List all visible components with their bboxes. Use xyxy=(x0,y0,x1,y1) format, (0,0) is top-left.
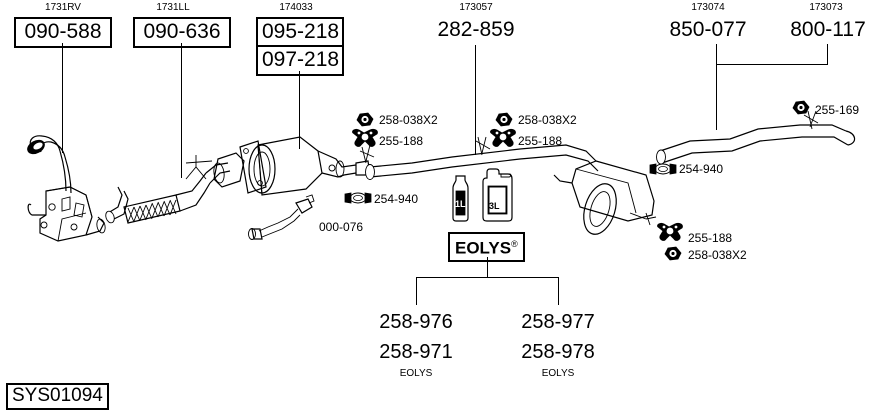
part-label-095-218[interactable]: 095-218 xyxy=(256,17,344,48)
leader-line-eolys-col2 xyxy=(558,277,559,305)
callout-255-169: 255-169 xyxy=(815,103,860,117)
fluid-container-3l-icon xyxy=(482,168,513,222)
flexible-pipe-section xyxy=(105,155,231,224)
callout-255-188-center: 255-188 xyxy=(518,134,563,148)
leader-line-eolys-stem xyxy=(487,257,488,277)
container-size-3l: 3L xyxy=(489,201,500,211)
callout-258-038X2-center: 258-038X2 xyxy=(518,113,577,127)
hex-nut-icon xyxy=(495,112,513,127)
callout-258-038X2-rear: 258-038X2 xyxy=(688,248,747,262)
eolys-caption-col2: EOLYS xyxy=(541,368,575,379)
leader-line-095-218 xyxy=(299,71,300,149)
leader-line-800-117-upper xyxy=(827,44,828,64)
ref-code-173074: 173074 xyxy=(691,2,725,13)
system-code-box[interactable]: SYS01094 xyxy=(6,383,109,410)
rear-tailpipe xyxy=(656,110,856,165)
ref-code-1731LL: 1731LL xyxy=(156,2,190,13)
callout-258-038X2-left: 258-038X2 xyxy=(379,113,438,127)
registered-trademark-icon: ® xyxy=(511,239,518,249)
callout-000-076: 000-076 xyxy=(319,220,364,234)
oxygen-sensor xyxy=(248,194,315,240)
hex-nut-icon xyxy=(356,112,374,127)
rear-silencer xyxy=(553,160,657,235)
center-pipe xyxy=(359,136,599,180)
eolys-part-258-971[interactable]: 258-971 xyxy=(379,341,453,363)
callout-254-940-rear: 254-940 xyxy=(679,162,724,176)
hex-nut-icon xyxy=(792,100,810,115)
leader-line-850-077-upper xyxy=(716,44,717,64)
eolys-caption-col1: EOLYS xyxy=(399,368,433,379)
catalytic-converter xyxy=(213,136,371,196)
part-label-850-077[interactable]: 850-077 xyxy=(669,18,747,41)
ref-code-1731RV: 1731RV xyxy=(45,2,81,13)
eolys-part-258-978[interactable]: 258-978 xyxy=(521,341,595,363)
hex-nut-icon xyxy=(664,246,682,261)
leader-line-rear-tailpipe-drop xyxy=(716,64,717,130)
leader-line-090-636 xyxy=(181,43,182,178)
exhaust-line-art xyxy=(27,110,856,242)
rubber-hanger-icon xyxy=(657,222,683,241)
clamp-ring-icon xyxy=(649,163,677,175)
leader-bracket-rear-tailpipe xyxy=(716,64,828,65)
leader-line-eolys-col1 xyxy=(416,277,417,305)
callout-255-188-left: 255-188 xyxy=(379,134,424,148)
fluid-container-1l-icon xyxy=(452,175,469,222)
front-downpipe-assembly xyxy=(27,135,106,242)
ref-code-174033: 174033 xyxy=(279,2,313,13)
ref-code-173057: 173057 xyxy=(459,2,493,13)
part-label-097-218[interactable]: 097-218 xyxy=(256,45,344,76)
part-label-090-636[interactable]: 090-636 xyxy=(133,17,231,48)
callout-254-940-front: 254-940 xyxy=(374,192,419,206)
part-label-800-117[interactable]: 800-117 xyxy=(790,18,866,41)
part-label-282-859[interactable]: 282-859 xyxy=(437,18,515,41)
clamp-ring-icon xyxy=(344,192,372,204)
leader-line-282-859 xyxy=(475,45,476,155)
eolys-brand-text: EOLYS xyxy=(455,238,512,258)
leader-line-090-588 xyxy=(62,43,63,153)
rubber-hanger-icon xyxy=(352,128,378,147)
eolys-part-258-977[interactable]: 258-977 xyxy=(521,311,595,333)
callout-255-188-rear: 255-188 xyxy=(688,231,733,245)
eolys-part-258-976[interactable]: 258-976 xyxy=(379,311,453,333)
rubber-hanger-icon xyxy=(490,128,516,147)
container-size-1l: 1L xyxy=(455,199,466,209)
ref-code-173073: 173073 xyxy=(809,2,843,13)
part-label-090-588[interactable]: 090-588 xyxy=(14,17,112,48)
leader-bracket-eolys xyxy=(416,277,558,278)
eolys-brand-box[interactable]: EOLYS® xyxy=(448,232,525,262)
